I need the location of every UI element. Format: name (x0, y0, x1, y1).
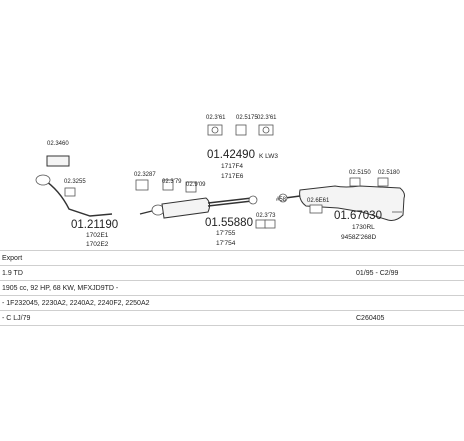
rear-sub-label: 1717F4 (221, 163, 243, 170)
engine-label: 1.9 TD (2, 270, 23, 277)
ref-label: 02.5150 (349, 170, 371, 176)
rear-silencer (255, 177, 405, 229)
tail-sub-label: 1730RL (352, 224, 375, 231)
ref-label: 02.3'61 (206, 115, 226, 121)
ref-label: 02.3287 (134, 172, 156, 178)
front-pipe (35, 174, 113, 222)
mid-sub-label: 17'754 (216, 240, 236, 247)
front-clamps (64, 179, 197, 197)
info-row-catalog: - C LJ/79 C260405 (0, 310, 464, 326)
info-row-specs: 1905 cc, 92 HP, 68 KW, MFXJD9TD - (0, 280, 464, 296)
ref-label: 02.3'73 (256, 213, 276, 219)
catalog-code: - C LJ/79 (2, 315, 31, 322)
catalog-number: C260405 (356, 315, 385, 322)
ref-label: 02.3460 (47, 141, 69, 147)
ref-label: 02.6E61 (307, 198, 330, 204)
middle-silencer (139, 195, 258, 219)
ref-label: 02.5175 (236, 115, 258, 121)
info-row-codes: - 1F232045, 2230A2, 2240A2, 2240F2, 2250… (0, 295, 464, 311)
mid-sub-label: 17'755 (216, 230, 236, 237)
ref-label: 02.5180 (378, 170, 400, 176)
info-row-engine: 1.9 TD 01/95 - C2/99 (0, 265, 464, 281)
info-row-end (0, 325, 464, 326)
rear-brackets (207, 124, 274, 136)
ref-label: 02.3'61 (257, 115, 277, 121)
rear-part-number: 01.42490 (207, 149, 255, 161)
dimension-label: #58 (276, 197, 287, 203)
market-label: Export (2, 255, 23, 262)
front-part-number: 01.21190 (71, 219, 118, 231)
ref-label: 02.9'09 (186, 182, 206, 188)
model-codes: - 1F232045, 2230A2, 2240A2, 2240F2, 2250… (2, 300, 150, 307)
engine-specs: 1905 cc, 92 HP, 68 KW, MFXJD9TD - (2, 285, 119, 292)
front-sub-label: 1702E1 (86, 232, 109, 239)
mid-part-number: 01.55880 (205, 217, 253, 229)
bracket-part (46, 155, 70, 167)
info-row-market: Export (0, 250, 464, 266)
date-range: 01/95 - C2/99 (356, 270, 399, 277)
front-sub-label: 1702E2 (86, 241, 109, 248)
ref-label: 02.3'79 (162, 179, 182, 185)
rear-part-suffix: K LW3 (259, 153, 278, 160)
rear-sub-label: 1717E6 (221, 173, 244, 180)
ref-label: 02.3255 (64, 179, 86, 185)
tail-sub-label: 9458Z'268D (341, 234, 377, 241)
tail-part-number: 01.67030 (334, 210, 382, 222)
